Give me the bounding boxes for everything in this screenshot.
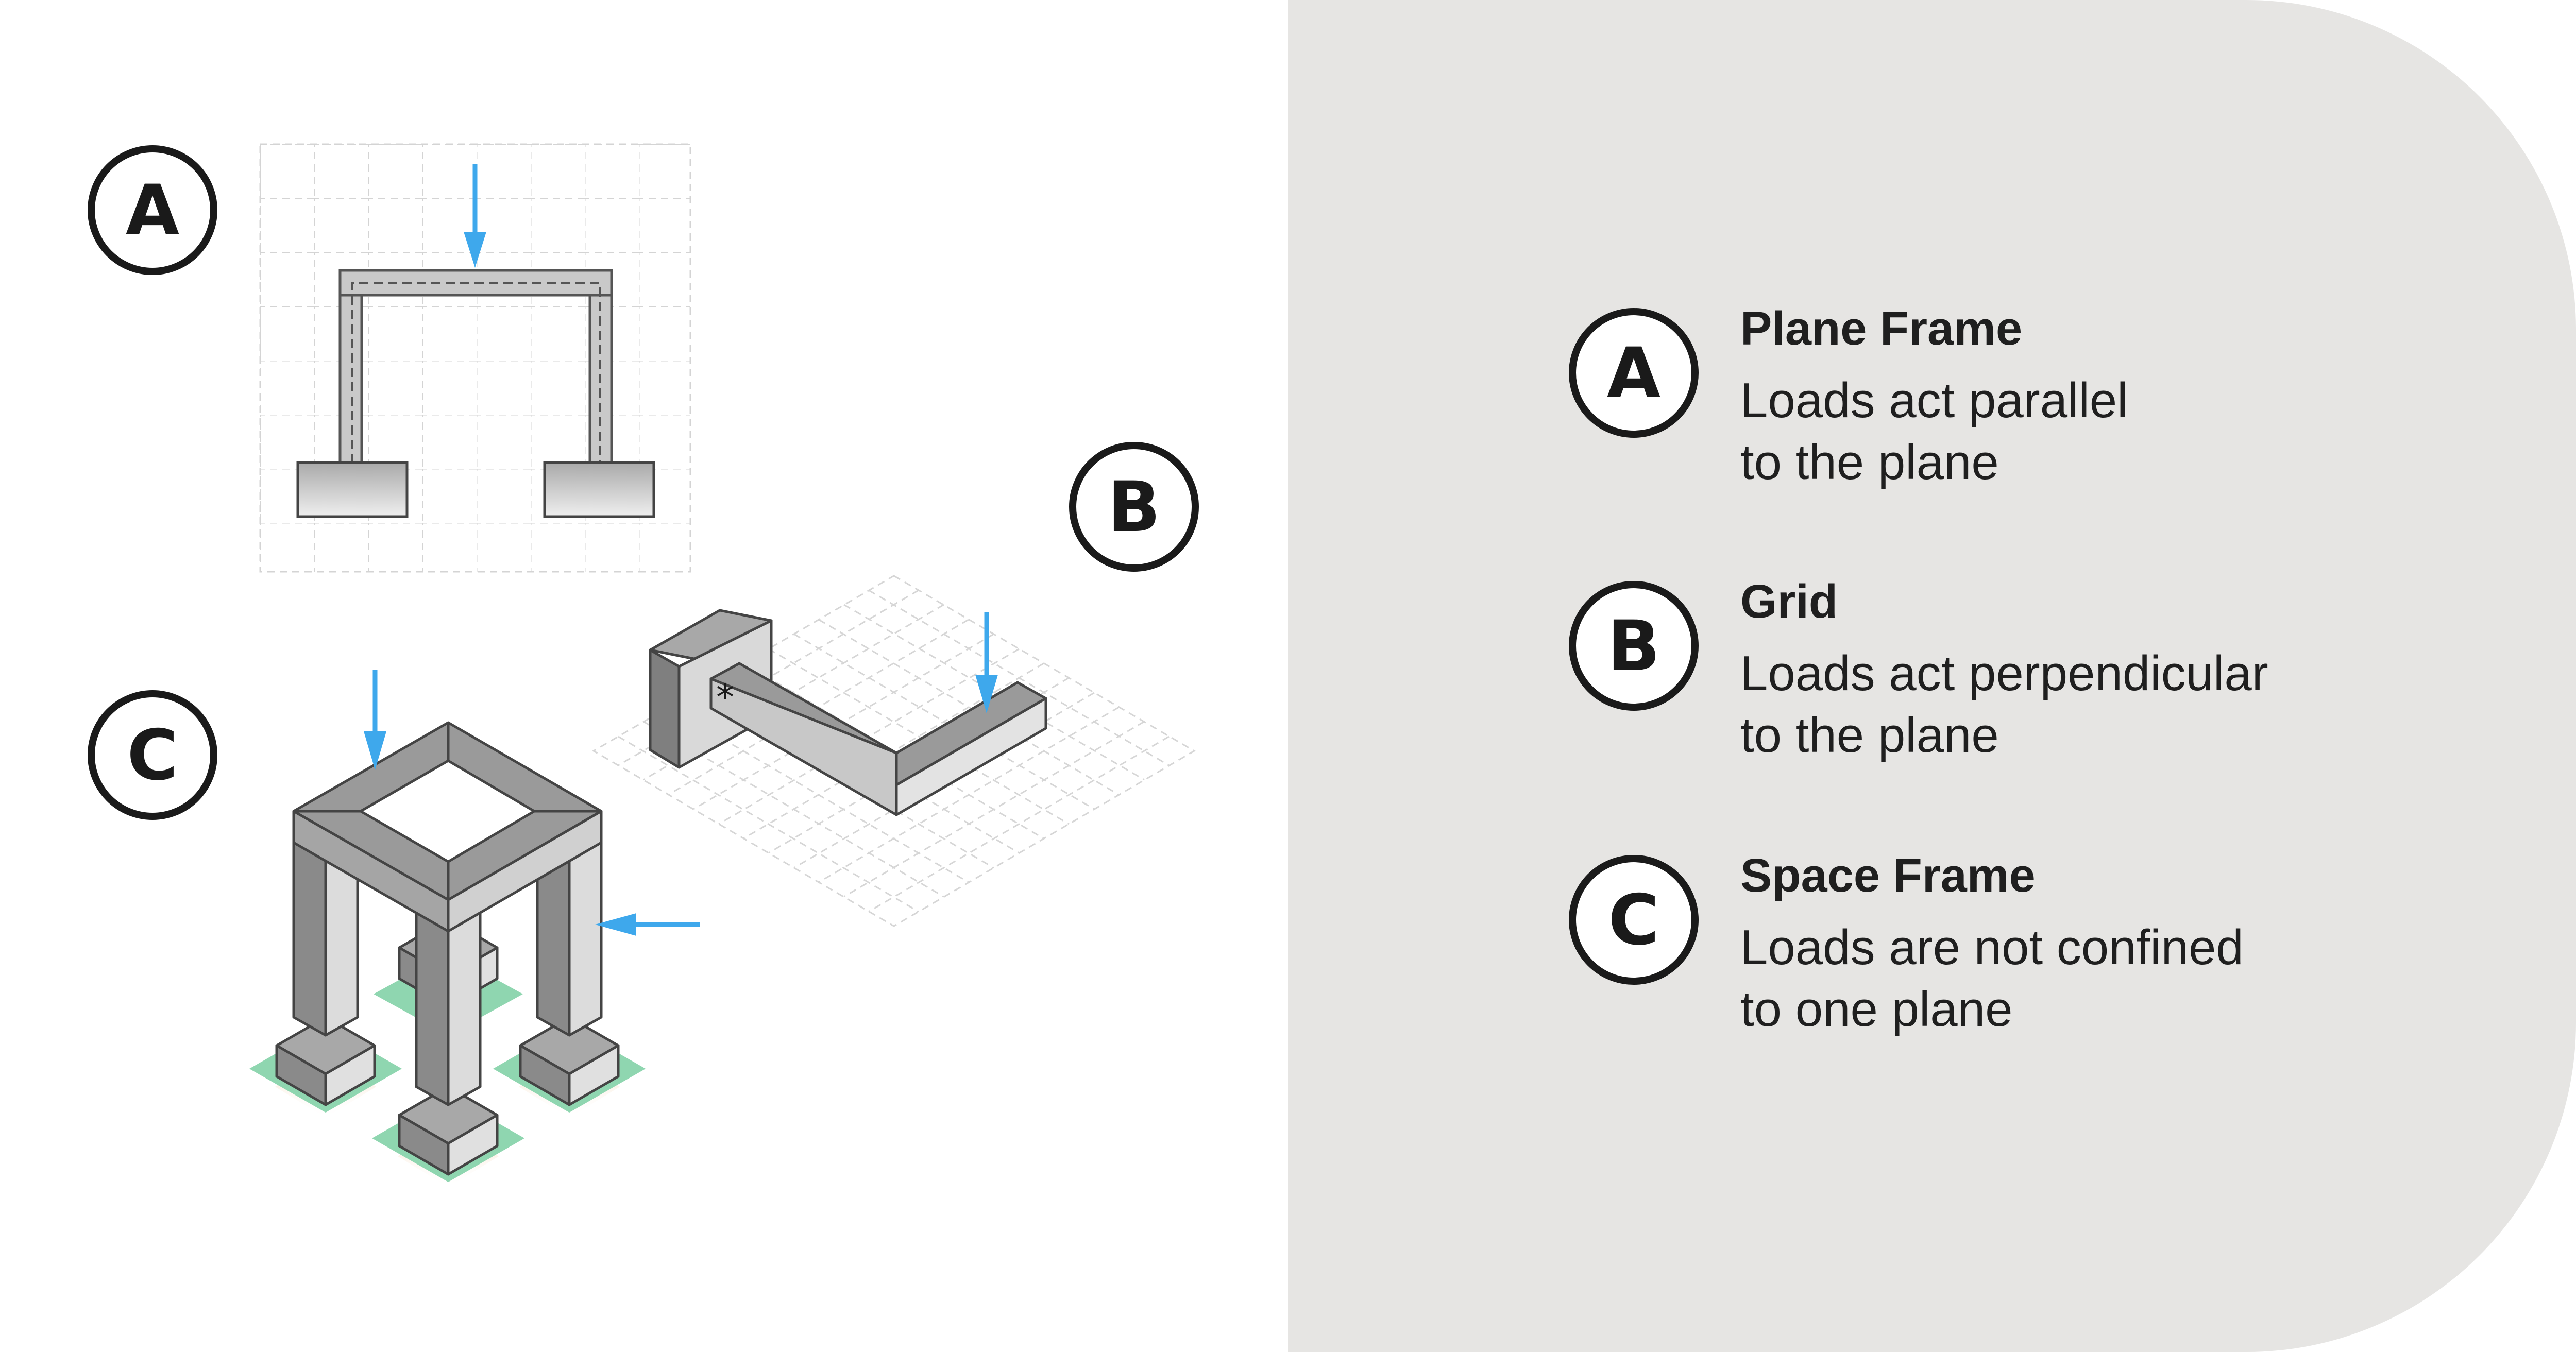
label-b-marker: B (1069, 442, 1199, 572)
label-c-marker: C (88, 690, 217, 820)
hinge-asterisk: * (716, 676, 734, 718)
grid-beams (709, 662, 1047, 816)
legend-item-space-frame: C Space Frame Loads are not confined to … (1569, 849, 2496, 1037)
legend-desc-plane-frame: Loads act parallel to the plane (1740, 370, 2128, 493)
load-arrow-a (464, 164, 486, 268)
load-arrow-c-horizontal (595, 913, 700, 936)
space-frame-drawing (249, 670, 700, 1187)
top-ring-beams (292, 721, 603, 933)
legend-title-grid: Grid (1740, 575, 1838, 628)
load-arrow-b (975, 612, 998, 713)
grid-drawing: * (592, 575, 1196, 927)
legend-desc-line: Loads act perpendicular (1740, 646, 2268, 701)
legend-desc-space-frame: Loads are not confined to one plane (1740, 917, 2244, 1040)
legend-marker-b: B (1569, 581, 1699, 711)
legend-desc-line: Loads are not confined (1740, 920, 2244, 975)
load-arrow-c-vertical (364, 670, 386, 770)
label-a-marker: A (88, 145, 217, 275)
legend-desc-grid: Loads act perpendicular to the plane (1740, 643, 2268, 766)
legend-title-plane-frame: Plane Frame (1740, 302, 2023, 355)
right-footing (543, 461, 655, 518)
legend-title-space-frame: Space Frame (1740, 849, 2036, 902)
legend-item-grid: B Grid Loads act perpendicular to the pl… (1569, 575, 2496, 763)
plane-frame-drawing (259, 143, 691, 573)
left-footing (296, 461, 409, 518)
legend-desc-line: to the plane (1740, 435, 1999, 490)
legend-desc-line: Loads act parallel (1740, 373, 2128, 428)
legend-desc-line: to the plane (1740, 708, 1999, 763)
legend-panel (1288, 0, 2576, 1352)
legend-marker-c: C (1569, 855, 1699, 985)
centerline (351, 282, 601, 464)
legend-desc-line: to one plane (1740, 982, 2013, 1037)
legend-marker-a: A (1569, 308, 1699, 438)
legend-item-plane-frame: A Plane Frame Loads act parallel to the … (1569, 302, 2496, 490)
frame-types-illustration: * (249, 143, 1196, 1187)
